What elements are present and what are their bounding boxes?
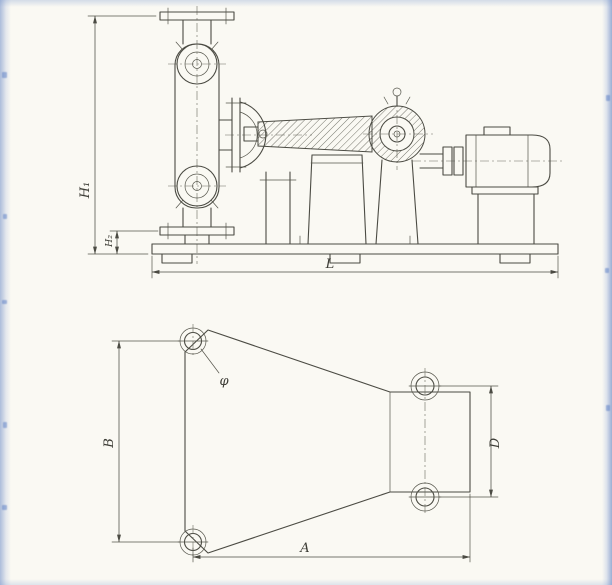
connecting-rod-and-eccentric	[243, 87, 426, 163]
dim-l-label: L	[325, 257, 335, 272]
support-pedestals	[259, 154, 419, 245]
top-flange	[159, 11, 235, 21]
lower-valve-chamber	[176, 165, 218, 207]
dimension-a: A	[192, 493, 471, 563]
dim-b-label: B	[102, 438, 117, 449]
foot-pad	[161, 253, 193, 264]
foot-pad	[329, 253, 361, 264]
dim-d-label: D	[488, 437, 503, 449]
eccentric-shaft	[388, 125, 406, 143]
rod-pin	[258, 129, 268, 139]
dimension-h2: H₂	[104, 230, 159, 255]
plunger	[243, 126, 259, 142]
dimension-l: L	[151, 255, 559, 279]
hole-diameter-label: φ	[219, 374, 229, 389]
baseplate-outline	[184, 329, 471, 554]
foot-pad	[499, 253, 531, 264]
coupling-half-left	[442, 146, 453, 176]
side-elevation-view: H₁ H₂ L	[78, 6, 562, 279]
motor	[419, 126, 551, 245]
dim-h1-label: H₁	[78, 182, 93, 200]
bottom-flange	[159, 226, 235, 236]
dim-h2-label: H₂	[104, 235, 115, 248]
coupling-half-right	[453, 146, 464, 176]
grease-cup	[392, 87, 402, 97]
dimension-d: D	[438, 385, 503, 498]
connecting-rod	[257, 115, 373, 153]
dim-a-label: A	[299, 541, 309, 556]
base-frame	[151, 235, 559, 264]
motor-feet	[471, 186, 539, 195]
plan-view: φ B D A	[102, 324, 503, 563]
dimension-h1: H₁	[78, 15, 157, 255]
hole-diameter-callout: φ	[200, 348, 229, 389]
pump-valve-column	[159, 7, 235, 245]
dimension-b: B	[102, 340, 181, 543]
motor-terminal-box	[483, 126, 511, 136]
eccentric-ring	[368, 105, 426, 163]
bolt-hole-top-left	[177, 324, 209, 358]
upper-valve-chamber	[176, 43, 218, 85]
